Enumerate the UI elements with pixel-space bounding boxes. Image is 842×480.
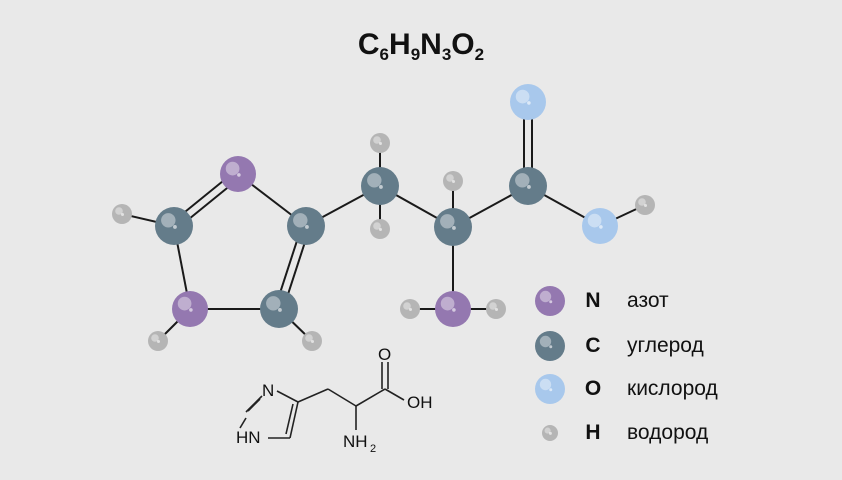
sf-nh: NH: [343, 432, 368, 451]
atom-highlight: [409, 308, 412, 311]
structural-formula: [239, 362, 405, 439]
atom-highlight: [379, 185, 383, 189]
atom-highlight: [379, 228, 382, 231]
atom-highlight: [539, 290, 552, 303]
sf-sub2: 2: [370, 443, 376, 455]
atom-highlight: [403, 302, 411, 310]
atom-highlight: [266, 296, 281, 311]
atom-highlight: [305, 334, 313, 342]
atom-highlight: [549, 345, 553, 349]
atom-highlight: [161, 213, 176, 228]
atom-highlight: [379, 142, 382, 145]
atom-highlight: [311, 340, 314, 343]
atom-highlight: [549, 388, 553, 392]
atom-highlight: [638, 198, 646, 206]
legend-label-c: углерод: [627, 334, 704, 357]
atom-highlight: [495, 308, 498, 311]
atom-highlight: [527, 185, 531, 189]
atom-highlight: [237, 173, 241, 177]
atom-highlight: [173, 225, 177, 229]
atom-highlight: [644, 204, 647, 207]
atom-highlight: [446, 174, 454, 182]
atom-highlight: [452, 180, 455, 183]
legend-symbol-h: H: [585, 421, 601, 444]
sf-hn: HN: [236, 428, 261, 447]
atom-highlight: [515, 89, 530, 104]
legend-label-n: азот: [627, 289, 669, 312]
atom-highlight: [515, 173, 530, 188]
atom-highlight: [489, 302, 497, 310]
atom-highlight: [305, 225, 309, 229]
legend-symbol-c: C: [585, 334, 601, 357]
atom-highlight: [599, 225, 603, 229]
atom-highlight: [225, 161, 240, 176]
atom-highlight: [539, 378, 552, 391]
atom-highlight: [527, 101, 531, 105]
atom-highlight: [440, 296, 455, 311]
atom-highlight: [115, 207, 123, 215]
sf-o: O: [378, 345, 391, 364]
atom-highlight: [157, 340, 160, 343]
atom-highlight: [548, 431, 552, 435]
atom-highlight: [452, 226, 456, 230]
atom-highlight: [177, 296, 192, 311]
atom-highlight: [293, 213, 308, 228]
atom-highlight: [121, 213, 124, 216]
sf-n: N: [262, 381, 274, 400]
legend-label-h: водород: [627, 421, 709, 444]
atom-highlight: [587, 213, 602, 228]
molecular-formula: C6H9N3O2: [357, 28, 485, 64]
atom-highlight: [440, 214, 455, 229]
atom-highlight: [367, 173, 382, 188]
atom-highlight: [544, 427, 551, 434]
atom-highlight: [189, 308, 193, 312]
atom-highlight: [539, 335, 552, 348]
legend-symbol-n: N: [585, 289, 601, 312]
atom-highlight: [151, 334, 159, 342]
legend-label-o: кислород: [627, 377, 718, 400]
atom-highlight: [373, 222, 381, 230]
atom-highlight: [373, 136, 381, 144]
atom-highlight: [549, 300, 553, 304]
sf-oh: OH: [407, 393, 433, 412]
atom-highlight: [278, 308, 282, 312]
atom-highlight: [452, 308, 456, 312]
legend-symbol-o: O: [584, 377, 602, 400]
